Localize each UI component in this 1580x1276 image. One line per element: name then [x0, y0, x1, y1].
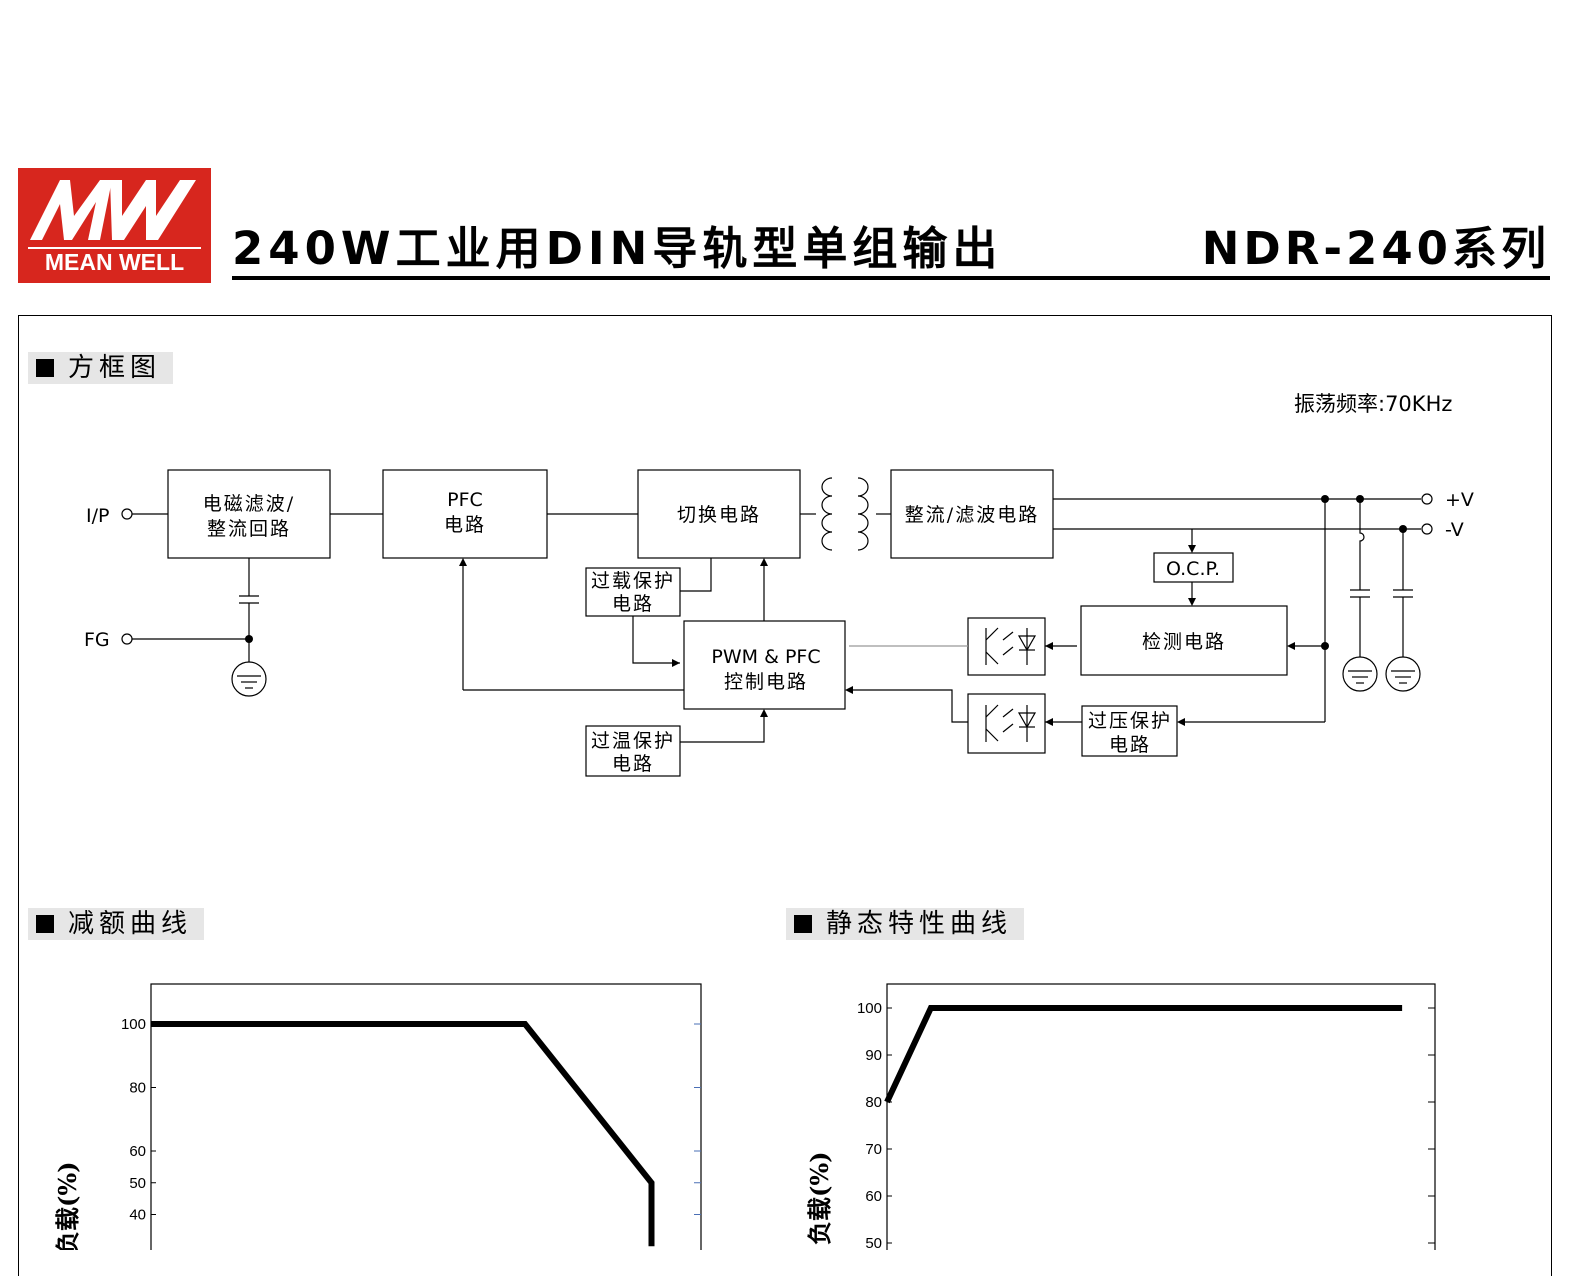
series-line — [884, 1005, 1403, 1104]
switching-label: 切换电路 — [677, 504, 761, 526]
ocp-block — [1153, 552, 1234, 583]
mean-well-logo: MEAN WELL — [18, 168, 211, 283]
otp-label-1: 过温保护 — [591, 730, 675, 752]
chart-frame — [886, 983, 1436, 1250]
bullet-square-icon — [36, 359, 54, 377]
pfc-label-2: 电路 — [444, 514, 486, 536]
ground-symbol-icon — [231, 661, 267, 697]
bullet-square-icon — [36, 915, 54, 933]
bullet-square-icon — [794, 915, 812, 933]
y-tick-label: 100 — [857, 1000, 882, 1017]
pfc-label-1: PFC — [447, 489, 483, 511]
terminal-ip: I/P — [86, 505, 109, 527]
detection-block — [1080, 605, 1288, 676]
model-name: NDR-240系列 — [1201, 222, 1550, 275]
ovp-block — [1081, 705, 1178, 757]
y-tick-label: 70 — [865, 1141, 882, 1158]
y-tick-label: 80 — [865, 1094, 882, 1111]
transformer-primary-icon — [821, 477, 833, 551]
y-tick-label: 50 — [129, 1175, 146, 1192]
y-tick-label: 40 — [129, 1207, 146, 1224]
y-tick-label: 60 — [865, 1188, 882, 1205]
ovp-label-1: 过压保护 — [1088, 710, 1172, 732]
y-axis-label: 负载(%) — [805, 1151, 834, 1245]
page-title: 240W工业用DIN导轨型单组输出 — [232, 222, 1003, 275]
emi-label-2: 整流回路 — [207, 518, 291, 540]
section-label: 减额曲线 — [68, 909, 193, 939]
terminal-pos: +V — [1445, 489, 1474, 511]
terminal-neg: -V — [1445, 519, 1464, 541]
otp-label-2: 电路 — [612, 753, 654, 775]
y-tick-label: 80 — [129, 1080, 146, 1097]
title-underline — [232, 276, 1550, 280]
rectifier-label: 整流/滤波电路 — [905, 504, 1039, 526]
logo-text: MEAN WELL — [28, 247, 201, 275]
section-label: 静态特性曲线 — [826, 909, 1013, 939]
block-diagram: I/P FG +V -V 电磁滤波/ 整流回路 PFC 电路 切换电路 整流/滤… — [84, 469, 1474, 777]
section-label: 方框图 — [68, 353, 162, 383]
ocp-label: O.C.P. — [1166, 558, 1220, 580]
content-frame — [18, 315, 1552, 1276]
static-characteristic-chart: 负载(%) 50 60 70 80 90 100 — [805, 983, 1436, 1250]
olp-label-1: 过载保护 — [591, 570, 675, 592]
terminal-fg: FG — [84, 629, 110, 651]
chart-frame — [150, 983, 702, 1250]
optocoupler-2-icon — [967, 693, 1046, 754]
charts-area: 负载(%) 40 50 60 80 100 负载(%) 50 60 70 80 90 100 — [53, 983, 1436, 1250]
ovp-label-2: 电路 — [1109, 734, 1151, 756]
mw-logo-mark-icon — [30, 180, 196, 240]
transformer-secondary-icon — [857, 477, 869, 551]
pwm-label-1: PWM & PFC — [711, 646, 820, 668]
derating-curve-chart: 负载(%) 40 50 60 80 100 — [53, 983, 702, 1250]
section-derating: 减额曲线 — [28, 908, 205, 940]
detection-label: 检测电路 — [1142, 631, 1226, 653]
section-static: 静态特性曲线 — [786, 908, 1025, 940]
pwm-label-2: 控制电路 — [724, 671, 808, 693]
y-tick-label: 50 — [865, 1235, 882, 1250]
series-line — [151, 1021, 655, 1247]
y-tick-label: 100 — [121, 1016, 146, 1033]
otp-block — [585, 725, 681, 777]
y-tick-label: 90 — [865, 1047, 882, 1064]
olp-label-2: 电路 — [612, 593, 654, 615]
oscillation-frequency: 振荡频率:70KHz — [1294, 392, 1453, 416]
emi-label-1: 电磁滤波/ — [203, 493, 295, 515]
y-axis-label: 负载(%) — [53, 1161, 82, 1250]
section-block-diagram: 方框图 — [28, 352, 174, 384]
y-tick-label: 60 — [129, 1143, 146, 1160]
